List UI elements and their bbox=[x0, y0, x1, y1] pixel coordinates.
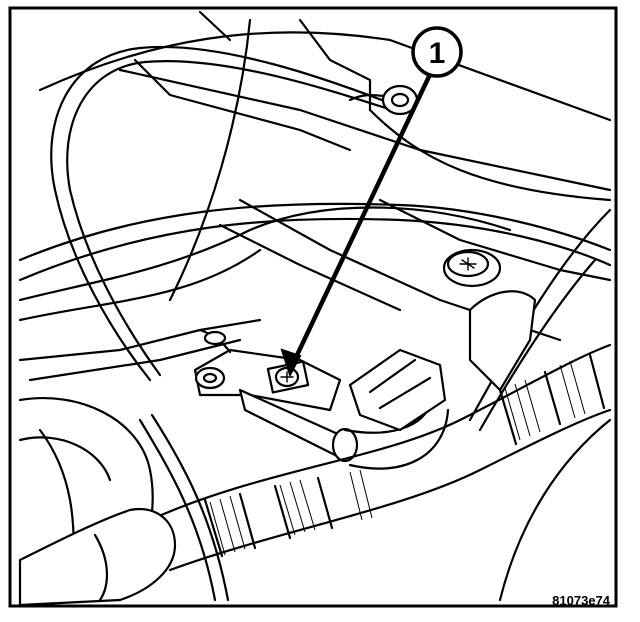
callout-number: 1 bbox=[429, 37, 446, 70]
connector-block bbox=[348, 348, 447, 432]
upper-ground-terminal bbox=[348, 84, 419, 116]
wrapped-harness bbox=[148, 290, 612, 572]
figure-frame bbox=[8, 6, 618, 608]
lower-left-hose bbox=[18, 397, 177, 607]
leader-arrow bbox=[280, 65, 436, 378]
ground-strap bbox=[193, 328, 450, 470]
cable-loop bbox=[50, 45, 400, 602]
bolt-head bbox=[442, 248, 502, 288]
figure-id-label: 81073e74 bbox=[552, 593, 610, 608]
harness-lines bbox=[18, 18, 612, 602]
callout-1: 1 bbox=[411, 26, 463, 78]
